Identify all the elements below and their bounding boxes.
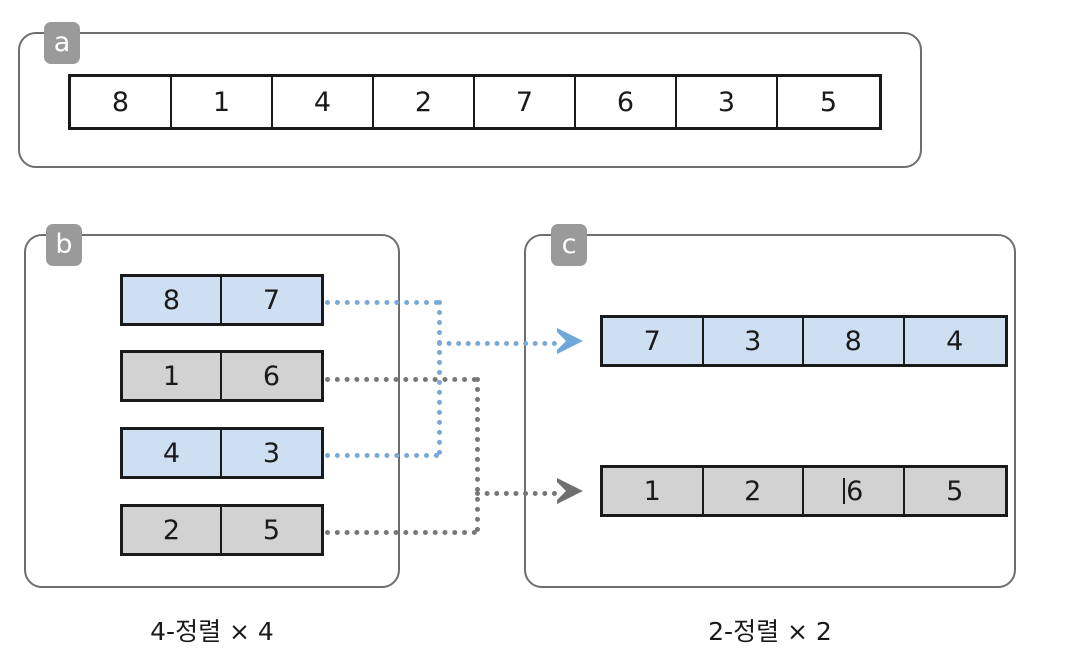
panel-b-row-1-cell-1: 6 [222, 353, 321, 399]
array-a-cell-5: 6 [576, 77, 677, 127]
panel-c-row-0-cell-1: 3 [703, 318, 804, 364]
arrowhead-blue-notch [557, 332, 566, 350]
panel-a-frame [18, 32, 922, 168]
panel-b-row-2: 4 3 [120, 427, 324, 479]
panel-b-row-3: 2 5 [120, 504, 324, 556]
array-a-cell-1: 1 [172, 77, 273, 127]
panel-c-badge: c [551, 224, 587, 266]
array-a-cell-3: 2 [374, 77, 475, 127]
panel-c-row-0-cell-0: 7 [603, 318, 704, 364]
connector-blue-to-panel-c [437, 341, 557, 346]
panel-b-row-3-cell-1: 5 [222, 507, 321, 553]
connector-gray-from-row3 [325, 530, 477, 535]
connector-blue-from-row2 [325, 453, 439, 458]
panel-c-row-1-cell-0: 1 [603, 468, 704, 514]
panel-c-frame [524, 234, 1016, 588]
panel-b-row-0-cell-0: 8 [123, 277, 222, 323]
connector-gray-to-panel-c [475, 491, 557, 496]
panel-b-row-0-cell-1: 7 [222, 277, 321, 323]
connector-gray-from-row1 [325, 377, 477, 382]
caption-panel-c: 2-정렬 × 2 [708, 617, 832, 646]
panel-a-badge: a [44, 22, 80, 64]
panel-b-row-1-cell-0: 1 [123, 353, 222, 399]
connector-blue-from-row0 [325, 300, 439, 305]
connector-gray-trunk [475, 377, 480, 532]
caption-panel-b: 4-정렬 × 4 [150, 617, 274, 646]
panel-b-badge: b [46, 224, 82, 266]
panel-c-row-1-cell-1: 2 [703, 468, 804, 514]
panel-c-row-0-cell-2: 8 [804, 318, 905, 364]
array-a-cell-2: 4 [273, 77, 374, 127]
panel-c-row-0: 7 3 8 4 [600, 315, 1008, 367]
array-a-unsorted: 8 1 4 2 7 6 3 5 [68, 74, 882, 130]
panel-c-row-1-cell-2-value: 6 [846, 475, 864, 507]
array-a-cell-0: 8 [71, 77, 172, 127]
array-a-cell-7: 5 [778, 77, 879, 127]
panel-c-row-1: 1 2 6 5 [600, 465, 1008, 517]
panel-c-row-1-cell-3: 5 [904, 468, 1005, 514]
panel-c-row-1-cell-2: 6 [804, 468, 905, 514]
panel-b-row-0: 8 7 [120, 274, 324, 326]
panel-b-row-2-cell-1: 3 [222, 430, 321, 476]
panel-b-frame [24, 234, 400, 588]
array-a-cell-4: 7 [475, 77, 576, 127]
panel-b-row-3-cell-0: 2 [123, 507, 222, 553]
panel-b-row-2-cell-0: 4 [123, 430, 222, 476]
panel-b-row-1: 1 6 [120, 350, 324, 402]
text-caret-artifact [843, 478, 846, 504]
arrowhead-gray-notch [557, 482, 566, 500]
array-a-cell-6: 3 [677, 77, 778, 127]
panel-c-row-0-cell-3: 4 [904, 318, 1005, 364]
